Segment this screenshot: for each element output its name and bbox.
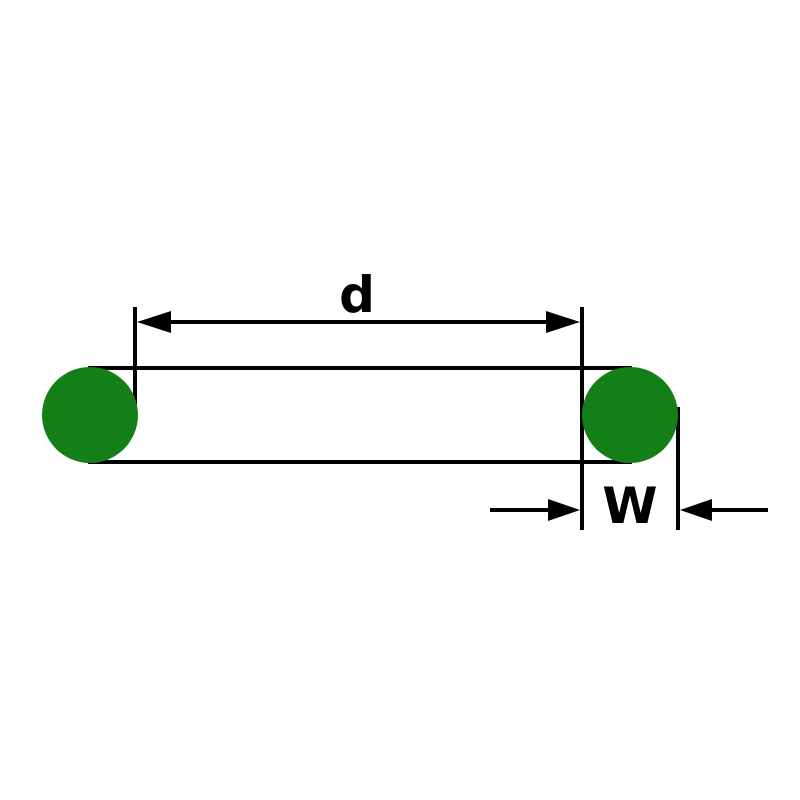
oring-cross-section-left — [42, 367, 138, 463]
inner-diameter-label: d — [339, 266, 375, 324]
oring-cross-section-right — [582, 367, 678, 463]
w-arrowhead-right — [680, 499, 712, 521]
line-group — [88, 307, 768, 530]
d-arrowhead-left — [137, 311, 171, 333]
d-arrowhead-right — [546, 311, 580, 333]
arrowheads — [137, 311, 712, 521]
w-arrowhead-left — [548, 499, 580, 521]
cross-section-width-label: W — [602, 477, 657, 535]
